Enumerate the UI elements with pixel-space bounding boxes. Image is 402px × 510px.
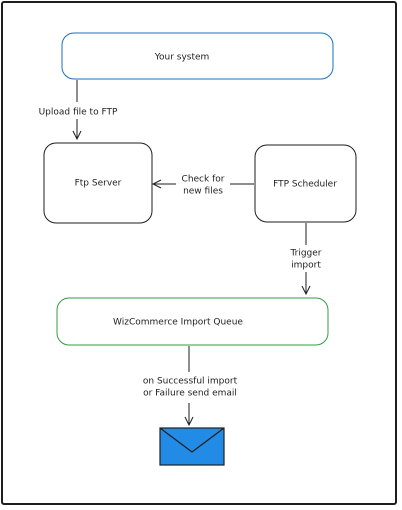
edge-upload: Upload file to FTP (39, 80, 118, 139)
node-import-queue: WizCommerce Import Queue (56, 297, 329, 346)
edge-upload-label: Upload file to FTP (39, 108, 118, 118)
node-your-system: Your system (61, 32, 334, 80)
edge-trigger-label-line-1: Trigger (289, 249, 321, 259)
edge-notify-label-line-1: on Successful import (143, 377, 238, 387)
diagram-frame (1, 1, 397, 505)
edge-trigger-label-line-2: import (291, 261, 321, 271)
edge-notify-label-line-2: or Failure send email (143, 389, 237, 399)
node-ftp-scheduler: FTP Scheduler (254, 144, 357, 223)
edge-check-label-line-1: Check for (182, 175, 225, 185)
edge-check-label-line-2: new files (183, 187, 223, 197)
node-import-queue-label: WizCommerce Import Queue (113, 318, 243, 328)
node-ftp-server-label: Ftp Server (75, 179, 122, 189)
edge-trigger: Trigger import (289, 223, 322, 294)
envelope-icon (159, 427, 225, 466)
edge-notify: on Successful import or Failure send ema… (143, 346, 238, 425)
node-ftp-scheduler-label: FTP Scheduler (273, 180, 337, 190)
node-ftp-server: Ftp Server (43, 142, 153, 224)
node-your-system-label: Your system (154, 53, 210, 63)
edge-check: Check for new files (153, 175, 254, 197)
